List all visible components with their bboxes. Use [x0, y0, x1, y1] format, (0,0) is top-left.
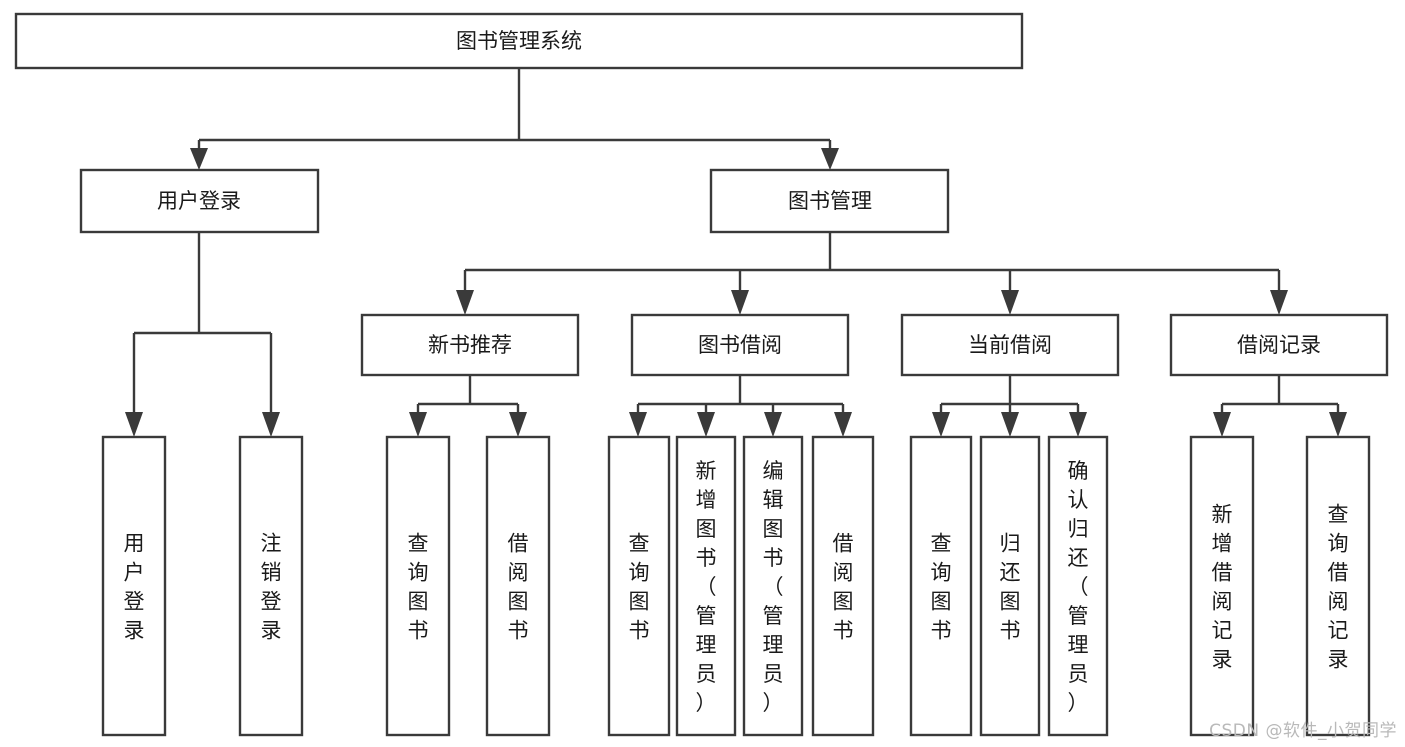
node-leaf-query-book-3[interactable]: 查询图书 — [909, 435, 973, 737]
node-leaf-add-book-label: 新增图书（管理员） — [696, 459, 717, 715]
node-leaf-confirm-return-box[interactable] — [1047, 435, 1109, 737]
node-leaf-logout[interactable]: 注销登录 — [238, 435, 304, 737]
node-leaf-edit-book[interactable]: 编辑图书（管理员） — [742, 435, 804, 737]
node-leaf-query-record[interactable]: 查询借阅记录 — [1305, 435, 1371, 737]
arrow-to-leaf-borrow-book-2 — [834, 412, 852, 437]
node-book-manage-box[interactable] — [709, 168, 950, 234]
arrow-to-leaf-return-book — [1001, 412, 1019, 437]
node-leaf-query-book-1-box[interactable] — [385, 435, 451, 737]
node-leaf-add-book[interactable]: 新增图书（管理员） — [675, 435, 737, 737]
node-leaf-user-login-box[interactable] — [101, 435, 167, 737]
arrow-to-leaf-add-record — [1213, 412, 1231, 437]
node-book-borrow[interactable]: 图书借阅 — [630, 313, 850, 377]
node-leaf-query-book-1[interactable]: 查询图书 — [385, 435, 451, 737]
arrow-to-book-borrow — [731, 290, 749, 315]
node-leaf-query-record-box[interactable] — [1305, 435, 1371, 737]
arrow-to-current-borrow — [1001, 290, 1019, 315]
node-book-manage[interactable]: 图书管理 — [709, 168, 950, 234]
arrow-to-leaf-user-login — [125, 412, 143, 437]
node-leaf-query-record-label: 查询借阅记录 — [1328, 503, 1349, 672]
node-leaf-add-record-label: 新增借阅记录 — [1212, 503, 1233, 672]
node-leaf-add-book-box[interactable] — [675, 435, 737, 737]
node-leaf-user-login-label: 用户登录 — [124, 532, 145, 643]
node-leaf-borrow-book-1[interactable]: 借阅图书 — [485, 435, 551, 737]
node-new-book-rec-box[interactable] — [360, 313, 580, 377]
node-leaf-return-book[interactable]: 归还图书 — [979, 435, 1041, 737]
edge-group — [125, 68, 1347, 437]
node-leaf-query-book-3-box[interactable] — [909, 435, 973, 737]
node-leaf-borrow-book-1-box[interactable] — [485, 435, 551, 737]
node-book-manage-label: 图书管理 — [788, 189, 872, 213]
node-leaf-query-book-1-label: 查询图书 — [408, 532, 429, 643]
node-book-borrow-label: 图书借阅 — [698, 333, 782, 357]
node-user-login-label: 用户登录 — [157, 189, 241, 213]
node-borrow-record[interactable]: 借阅记录 — [1169, 313, 1389, 377]
node-new-book-rec[interactable]: 新书推荐 — [360, 313, 580, 377]
node-leaf-borrow-book-2[interactable]: 借阅图书 — [811, 435, 875, 737]
node-root-box[interactable] — [14, 12, 1024, 70]
node-leaf-query-book-2-label: 查询图书 — [629, 532, 650, 643]
node-leaf-user-login[interactable]: 用户登录 — [101, 435, 167, 737]
node-leaf-add-record-box[interactable] — [1189, 435, 1255, 737]
node-current-borrow-box[interactable] — [900, 313, 1120, 377]
node-borrow-record-box[interactable] — [1169, 313, 1389, 377]
node-new-book-rec-label: 新书推荐 — [428, 333, 512, 357]
arrow-to-new-book-rec — [456, 290, 474, 315]
node-leaf-query-book-2[interactable]: 查询图书 — [607, 435, 671, 737]
arrow-to-borrow-record — [1270, 290, 1288, 315]
arrow-to-leaf-query-record — [1329, 412, 1347, 437]
node-leaf-return-book-label: 归还图书 — [1000, 532, 1021, 643]
arrow-to-leaf-query-book-3 — [932, 412, 950, 437]
node-current-borrow-label: 当前借阅 — [968, 333, 1052, 357]
arrow-to-leaf-confirm-return — [1069, 412, 1087, 437]
node-leaf-query-book-2-box[interactable] — [607, 435, 671, 737]
node-borrow-record-label: 借阅记录 — [1237, 333, 1321, 357]
node-root[interactable]: 图书管理系统 — [14, 12, 1024, 70]
node-leaf-logout-label: 注销登录 — [261, 532, 282, 643]
arrow-to-book-manage — [821, 148, 839, 170]
arrow-to-leaf-query-book-2 — [629, 412, 647, 437]
node-user-login[interactable]: 用户登录 — [79, 168, 320, 234]
node-current-borrow[interactable]: 当前借阅 — [900, 313, 1120, 377]
node-leaf-edit-book-label: 编辑图书（管理员） — [763, 459, 784, 715]
arrow-to-leaf-query-book-1 — [409, 412, 427, 437]
node-leaf-query-book-3-label: 查询图书 — [931, 532, 952, 643]
node-book-borrow-box[interactable] — [630, 313, 850, 377]
arrow-to-leaf-borrow-book-1 — [509, 412, 527, 437]
node-leaf-logout-box[interactable] — [238, 435, 304, 737]
arrow-to-leaf-edit-book — [764, 412, 782, 437]
node-leaf-borrow-book-2-box[interactable] — [811, 435, 875, 737]
csdn-watermark: CSDN @软件_小贺同学 — [1209, 721, 1397, 741]
node-root-label: 图书管理系统 — [456, 29, 582, 53]
node-user-login-box[interactable] — [79, 168, 320, 234]
node-leaf-confirm-return[interactable]: 确认归还（管理员） — [1047, 435, 1109, 737]
node-leaf-edit-book-box[interactable] — [742, 435, 804, 737]
node-leaf-add-record[interactable]: 新增借阅记录 — [1189, 435, 1255, 737]
arrow-to-leaf-add-book — [697, 412, 715, 437]
node-leaf-return-book-box[interactable] — [979, 435, 1041, 737]
arrow-to-user-login — [190, 148, 208, 170]
node-leaf-confirm-return-label: 确认归还（管理员） — [1068, 459, 1089, 715]
node-leaf-borrow-book-1-label: 借阅图书 — [508, 532, 529, 643]
node-leaf-borrow-book-2-label: 借阅图书 — [833, 532, 854, 643]
arrow-to-leaf-logout — [262, 412, 280, 437]
